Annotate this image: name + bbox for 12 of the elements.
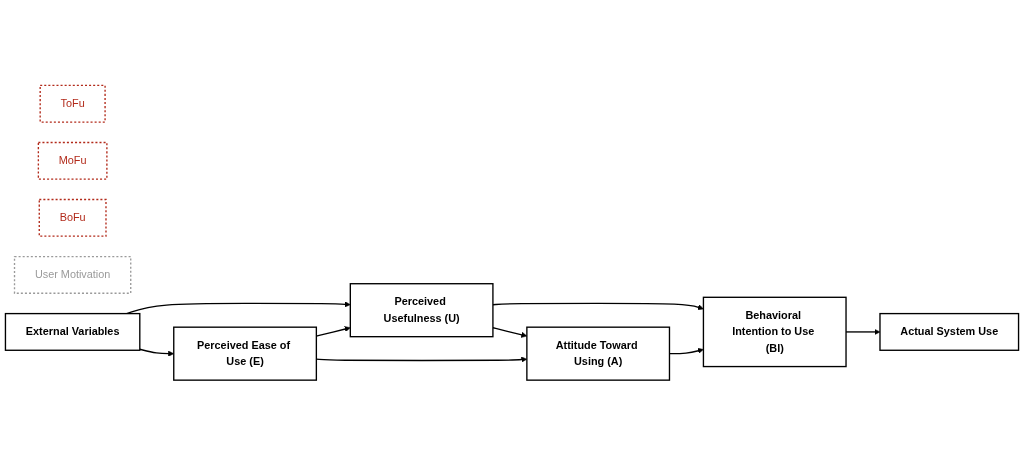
node-box: Perceived Ease of Use (E) <box>173 326 318 381</box>
node-box: External Variables <box>4 312 141 351</box>
node-box: Actual System Use <box>879 312 1020 351</box>
node-box: Behavioral Intention to Use (BI) <box>702 296 847 367</box>
node-box: User Motivation <box>13 255 132 294</box>
arrow <box>492 302 704 310</box>
node-box: Attitude Toward Using (A) <box>526 326 671 381</box>
node-box: MoFu <box>37 141 108 180</box>
node-box: ToFu <box>39 84 106 123</box>
node-box: BoFu <box>38 198 107 237</box>
arrow <box>126 301 351 314</box>
node-box: Perceived Usefulness (U) <box>349 282 494 338</box>
